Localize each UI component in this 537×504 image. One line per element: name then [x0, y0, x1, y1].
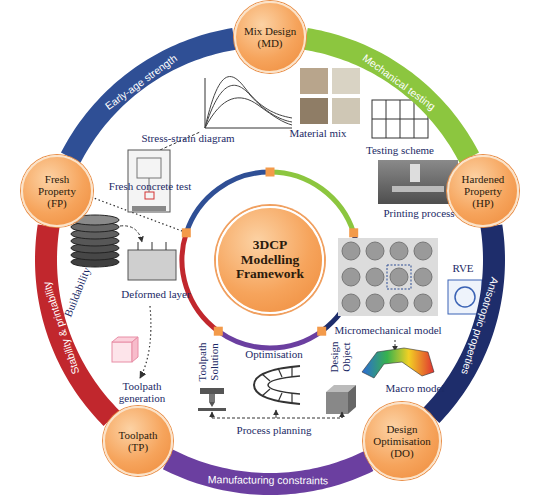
node-label: Design Optimisation (DO) [369, 423, 435, 459]
node-label: Toolpath (TP) [109, 429, 167, 453]
callout-label: Printing process [383, 207, 454, 219]
framework-circle: 3DCP Modelling Framework [216, 206, 324, 314]
printer-icon [198, 408, 226, 411]
callout-label: Toolpath generation [111, 380, 173, 404]
material-photo [300, 98, 328, 124]
test-apparatus [132, 206, 166, 211]
planning-arrow [276, 410, 277, 418]
inclusion [390, 242, 408, 260]
macro-model [362, 348, 434, 378]
callout-label: Macro model [386, 382, 445, 394]
node-label: Fresh Property (FP) [27, 173, 87, 209]
leader-arrow [120, 226, 142, 242]
phase-circle: Mix Design (MD) [234, 1, 306, 73]
callout-label: Stress-strain diagram [141, 132, 234, 144]
test-apparatus [137, 158, 161, 178]
chart-axis [205, 78, 206, 128]
rve-frame [387, 265, 411, 289]
callout-label: Toolpath Solution [196, 336, 220, 388]
print-nozzle [410, 164, 420, 182]
load-pin [166, 242, 167, 250]
optimised-structure [262, 367, 292, 403]
callout-label: Micromechanical model [334, 324, 441, 336]
callout-label: Deformed layer [121, 288, 190, 300]
design-cube [348, 385, 356, 414]
arc-label: Manufacturing constraints [208, 474, 328, 486]
phase-circle: Toolpath (TP) [103, 406, 173, 476]
callout-label: Buildability [62, 265, 93, 318]
ring-arc [71, 39, 234, 158]
test-sample [145, 192, 154, 199]
ring-square [349, 228, 358, 237]
design-cube [326, 392, 348, 414]
planning-arrow [212, 412, 213, 418]
callout-label: Optimisation [245, 348, 302, 360]
chart-axis [205, 128, 292, 129]
rve-cell [448, 280, 482, 314]
callout-label: Fresh concrete test [109, 180, 191, 192]
callout-label: Design Object [328, 336, 352, 378]
printer-icon [200, 388, 224, 394]
material-photo [300, 68, 328, 94]
optimised-structure [268, 376, 300, 394]
testing-grid [372, 119, 428, 120]
callout-label: Process planning [237, 424, 312, 436]
callout-label: RVE [452, 262, 473, 274]
toolpath-cube [132, 337, 138, 362]
planning-arrow [342, 412, 343, 418]
ring-square [266, 168, 275, 177]
node-label: Hardened Property (HP) [453, 173, 513, 209]
callout-label: Testing scheme [366, 144, 434, 156]
node-label: Mix Design (MD) [240, 25, 300, 49]
printer-icon [209, 394, 215, 402]
node-label: 3DCP Modelling Framework [228, 238, 312, 283]
printing-photo [378, 160, 458, 204]
printer-icon [209, 402, 215, 407]
optimised-structure [254, 366, 300, 404]
inclusion [414, 268, 432, 286]
inclusion [414, 242, 432, 260]
material-photo [332, 98, 360, 124]
inclusion [366, 268, 384, 286]
inclusion [390, 268, 408, 286]
arc-label: Early-age strength [103, 53, 179, 112]
inclusion [366, 294, 384, 312]
inclusion [366, 242, 384, 260]
stress-strain-curve [205, 77, 292, 128]
inclusion [414, 294, 432, 312]
ring-arc [306, 39, 469, 158]
ring-square [182, 228, 191, 237]
leader-arrow [140, 306, 151, 378]
print-bead [392, 186, 444, 192]
micro-model [338, 238, 438, 316]
rve-inclusion [455, 287, 475, 307]
deformed-layer [128, 250, 176, 280]
phase-circle: Design Optimisation (DO) [363, 402, 441, 480]
ring-square [214, 327, 223, 336]
inclusion [342, 268, 360, 286]
callout-label: Material mix [289, 127, 346, 139]
load-pin [152, 242, 153, 250]
stress-strain-curve [205, 98, 292, 128]
phase-circle: Hardened Property (HP) [447, 155, 519, 227]
ring-square [317, 327, 326, 336]
material-photo [332, 68, 360, 94]
inclusion [342, 242, 360, 260]
phase-circle: Fresh Property (FP) [21, 155, 93, 227]
inclusion [390, 294, 408, 312]
planning-bracket [212, 418, 342, 419]
toolpath-cube [112, 342, 132, 362]
stress-strain-curve [205, 85, 292, 128]
inclusion [342, 294, 360, 312]
load-pin [138, 242, 139, 250]
